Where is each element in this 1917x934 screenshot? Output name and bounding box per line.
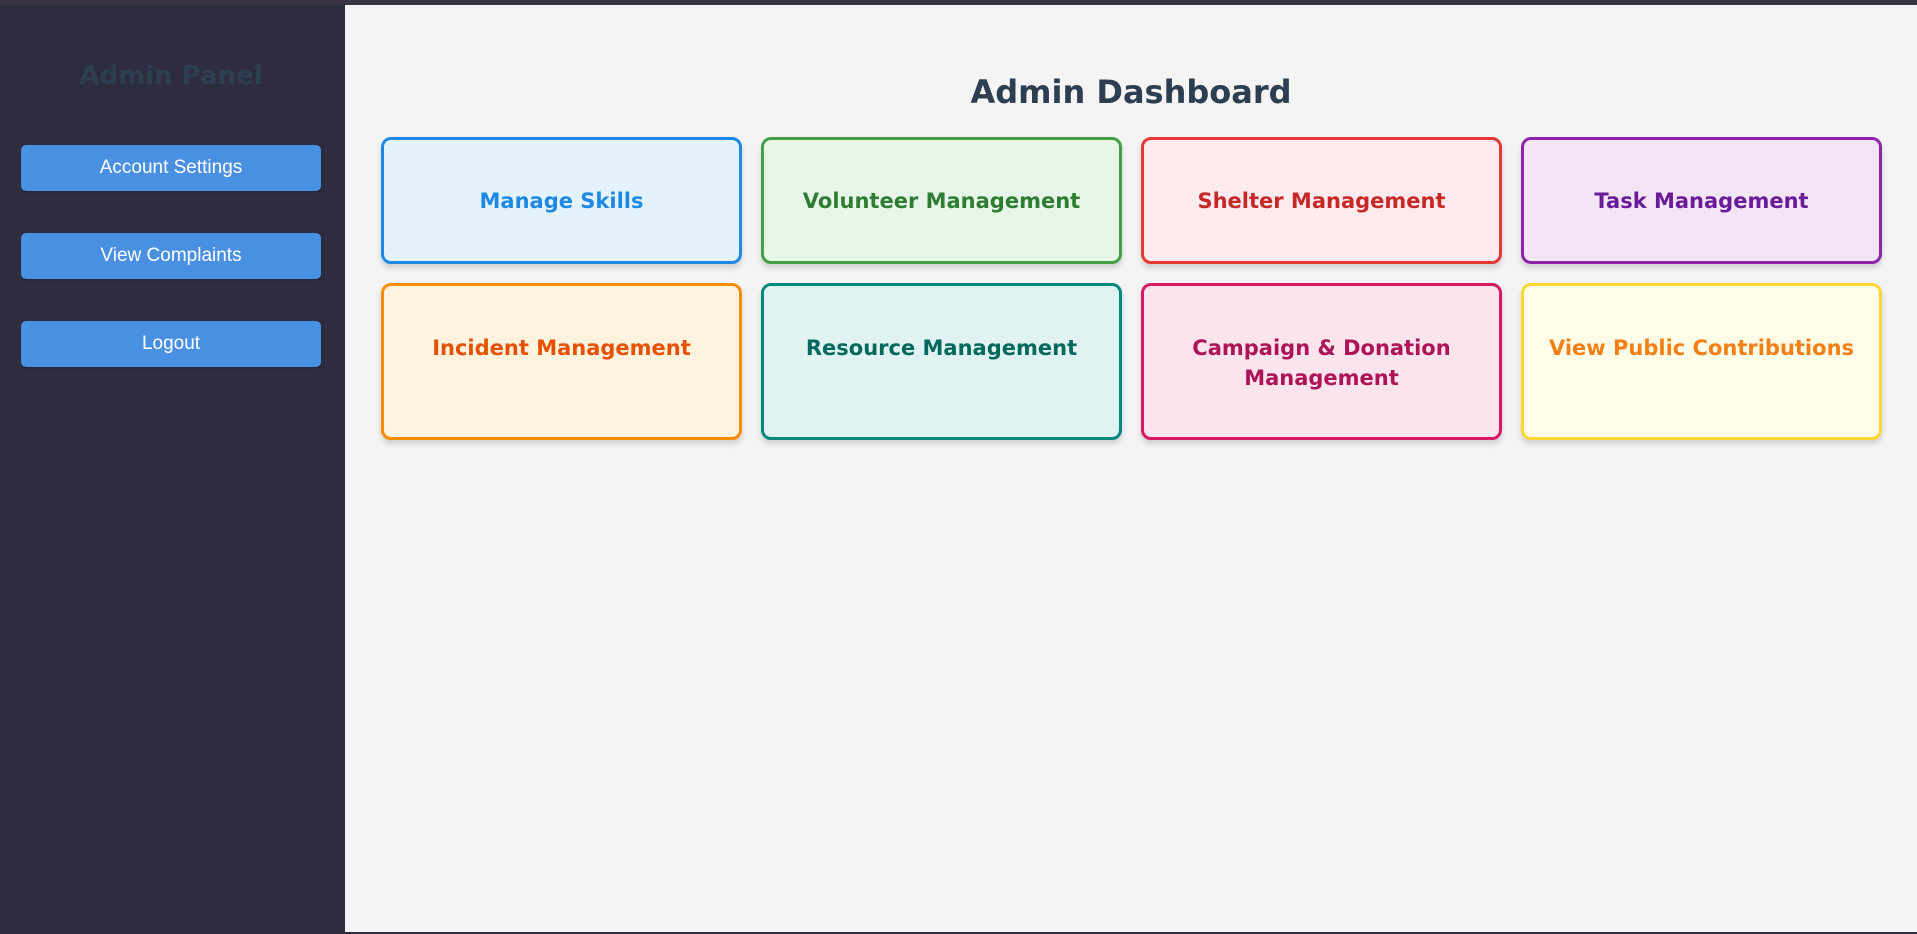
campaign-donation-management-card[interactable]: Campaign & Donation Management (1141, 283, 1502, 440)
app-root: Admin Panel Account Settings View Compla… (0, 5, 1917, 932)
resource-management-card[interactable]: Resource Management (761, 283, 1122, 440)
task-management-card[interactable]: Task Management (1521, 137, 1882, 264)
window-top-strip (0, 0, 1917, 5)
page-title: Admin Dashboard (970, 73, 1292, 111)
main-content: Admin Dashboard Manage Skills Volunteer … (345, 5, 1917, 932)
view-complaints-button[interactable]: View Complaints (21, 233, 321, 279)
sidebar-nav: Account Settings View Complaints Logout (21, 145, 321, 409)
volunteer-management-card[interactable]: Volunteer Management (761, 137, 1122, 264)
incident-management-card[interactable]: Incident Management (381, 283, 742, 440)
logout-button[interactable]: Logout (21, 321, 321, 367)
view-public-contributions-card[interactable]: View Public Contributions (1521, 283, 1882, 440)
manage-skills-card[interactable]: Manage Skills (381, 137, 742, 264)
sidebar-title: Admin Panel (79, 61, 263, 91)
account-settings-button[interactable]: Account Settings (21, 145, 321, 191)
dashboard-card-grid: Manage Skills Volunteer Management Shelt… (381, 137, 1882, 440)
sidebar: Admin Panel Account Settings View Compla… (0, 5, 345, 932)
shelter-management-card[interactable]: Shelter Management (1141, 137, 1502, 264)
